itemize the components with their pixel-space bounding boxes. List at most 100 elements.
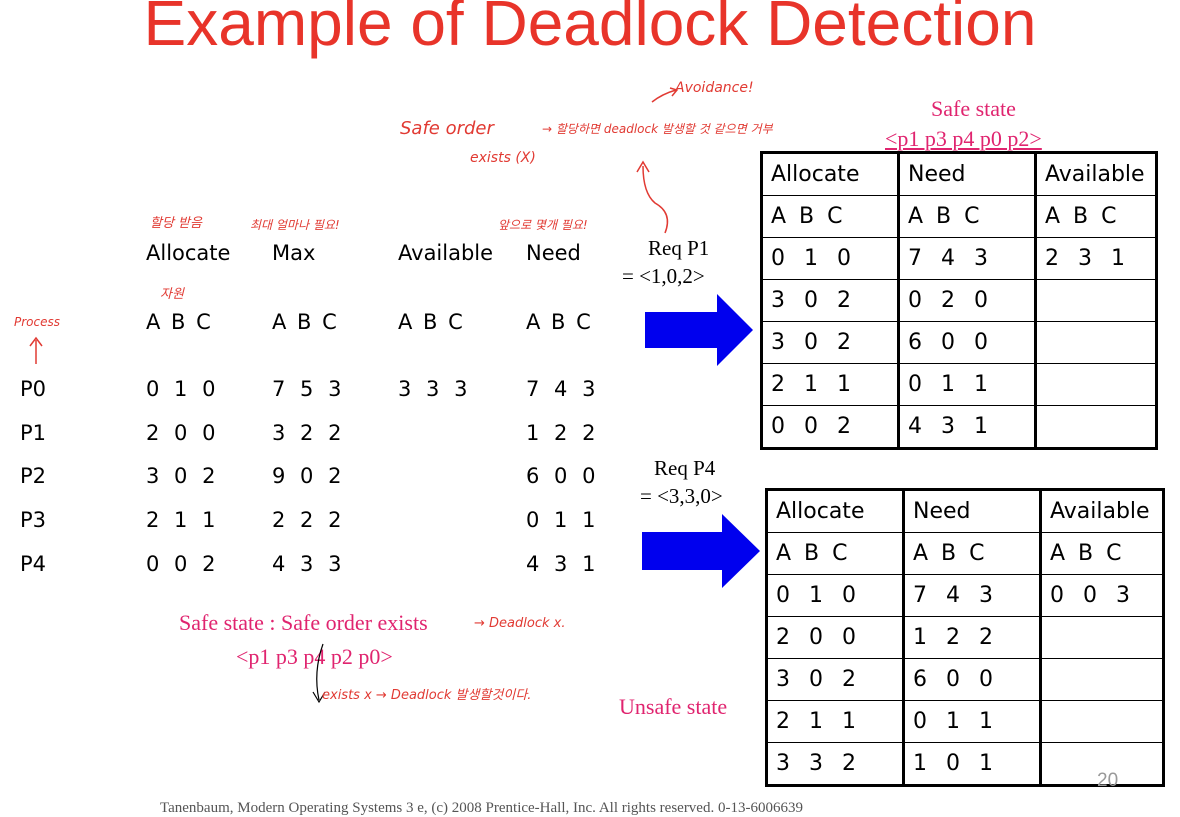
process-available: 3 3 3 bbox=[398, 377, 468, 401]
right-arrow-icon bbox=[642, 514, 760, 588]
table-cell: 6 0 0 bbox=[897, 321, 1036, 364]
note-allocated: 할당 받음 bbox=[150, 216, 202, 231]
note-deadlock-x: → Deadlock x. bbox=[474, 616, 566, 631]
req-p1-label: Req P1 bbox=[648, 236, 710, 260]
hook-arrow bbox=[636, 160, 669, 234]
header-need: Need bbox=[526, 241, 581, 265]
table-cell: A B C bbox=[761, 195, 899, 238]
down-arrow bbox=[312, 643, 326, 704]
table-cell bbox=[1039, 658, 1164, 701]
table-cell: A B C bbox=[897, 195, 1036, 238]
process-allocate: 2 0 0 bbox=[146, 421, 216, 445]
table-cell: 4 3 1 bbox=[897, 405, 1036, 449]
req-p4-vector: = <3,3,0> bbox=[640, 484, 723, 508]
table-cell bbox=[1034, 363, 1157, 406]
process-need: 0 1 1 bbox=[526, 508, 596, 532]
table-cell: 2 3 1 bbox=[1034, 237, 1157, 280]
note-max-need: 최대 얼마나 필요! bbox=[250, 218, 340, 232]
process-max: 2 2 2 bbox=[272, 508, 342, 532]
table-cell: 3 0 2 bbox=[766, 658, 904, 701]
process-allocate: 0 0 2 bbox=[146, 552, 216, 576]
note-future-need: 앞으로 몇개 필요! bbox=[498, 218, 588, 232]
process-name: P3 bbox=[20, 508, 47, 532]
table-header: Need bbox=[897, 152, 1036, 196]
table-cell: A B C bbox=[1034, 195, 1157, 238]
copyright-footer: Tanenbaum, Modern Operating Systems 3 e,… bbox=[160, 800, 803, 816]
process-max: 3 2 2 bbox=[272, 421, 342, 445]
process-name: P1 bbox=[20, 421, 47, 445]
table-cell: 0 1 1 bbox=[902, 700, 1041, 743]
table-cell: 2 1 1 bbox=[761, 363, 899, 406]
note-exists-x: exists (X) bbox=[470, 150, 536, 166]
table-cell: 1 2 2 bbox=[902, 616, 1041, 659]
process-max: 7 5 3 bbox=[272, 377, 342, 401]
table-header: Available bbox=[1034, 152, 1157, 196]
table-cell: 2 1 1 bbox=[766, 700, 904, 743]
table-cell: 0 0 3 bbox=[1039, 574, 1164, 617]
process-allocate: 3 0 2 bbox=[146, 464, 216, 488]
process-max: 4 3 3 bbox=[272, 552, 342, 576]
table-cell bbox=[1039, 742, 1164, 786]
table-header: Allocate bbox=[761, 152, 899, 196]
slide-title: Example of Deadlock Detection bbox=[143, 0, 1037, 59]
table-cell: 0 1 1 bbox=[897, 363, 1036, 406]
safe-state-summary: Safe state : Safe order exists bbox=[179, 610, 428, 635]
table-cell bbox=[1039, 700, 1164, 743]
table-cell: 0 0 2 bbox=[761, 405, 899, 449]
header-available: Available bbox=[398, 241, 494, 265]
table-cell: A B C bbox=[902, 532, 1041, 575]
table-cell: 7 4 3 bbox=[902, 574, 1041, 617]
abc-max: A B C bbox=[272, 310, 339, 334]
process-allocate: 2 1 1 bbox=[146, 508, 216, 532]
safe-order-sequence: <p1 p3 p4 p0 p2> bbox=[885, 126, 1042, 151]
req-p4-label: Req P4 bbox=[654, 456, 716, 480]
process-max: 9 0 2 bbox=[272, 464, 342, 488]
table-cell: 3 0 2 bbox=[761, 279, 899, 322]
table-cell bbox=[1034, 321, 1157, 364]
table-cell: 0 2 0 bbox=[897, 279, 1036, 322]
process-need: 1 2 2 bbox=[526, 421, 596, 445]
process-need: 4 3 1 bbox=[526, 552, 596, 576]
table-cell: A B C bbox=[766, 532, 904, 575]
table-cell: 0 1 0 bbox=[766, 574, 904, 617]
process-name: P4 bbox=[20, 552, 47, 576]
table-cell bbox=[1034, 279, 1157, 322]
note-korean-top: → 할당하면 deadlock 발생할 것 같으면 거부 bbox=[542, 122, 773, 136]
note-resource: 자원 bbox=[160, 287, 184, 302]
table-cell: A B C bbox=[1039, 532, 1164, 575]
header-allocate: Allocate bbox=[146, 241, 231, 265]
table-cell: 3 0 2 bbox=[761, 321, 899, 364]
process-name: P0 bbox=[20, 377, 47, 401]
header-max: Max bbox=[272, 241, 316, 265]
req-p1-vector: = <1,0,2> bbox=[622, 264, 705, 288]
table-cell bbox=[1034, 405, 1157, 449]
table-cell: 3 3 2 bbox=[766, 742, 904, 786]
table-header: Need bbox=[902, 489, 1041, 533]
process-up-arrow bbox=[29, 336, 43, 364]
process-need: 6 0 0 bbox=[526, 464, 596, 488]
process-name: P2 bbox=[20, 464, 47, 488]
abc-need: A B C bbox=[526, 310, 593, 334]
right-arrow-icon bbox=[645, 294, 753, 366]
table-cell: 2 0 0 bbox=[766, 616, 904, 659]
table-cell: 7 4 3 bbox=[897, 237, 1036, 280]
table-cell bbox=[1039, 616, 1164, 659]
avoidance-arrow bbox=[651, 87, 679, 103]
unsafe-state-label: Unsafe state bbox=[619, 694, 728, 719]
abc-available: A B C bbox=[398, 310, 465, 334]
note-avoidance: Avoidance! bbox=[675, 80, 754, 96]
safe-order-sequence-bottom: <p1 p3 p4 p2 p0> bbox=[236, 644, 393, 669]
safe-state-label: Safe state bbox=[931, 96, 1016, 121]
table-header: Allocate bbox=[766, 489, 904, 533]
note-process: Process bbox=[14, 315, 60, 329]
abc-allocate: A B C bbox=[146, 310, 213, 334]
process-need: 7 4 3 bbox=[526, 377, 596, 401]
note-exists-x-bottom: exists x → Deadlock 발생할것이다. bbox=[322, 688, 532, 703]
table-header: Available bbox=[1039, 489, 1164, 533]
process-allocate: 0 1 0 bbox=[146, 377, 216, 401]
page-number: 20 bbox=[1097, 770, 1119, 791]
table-cell: 1 0 1 bbox=[902, 742, 1041, 786]
table-cell: 0 1 0 bbox=[761, 237, 899, 280]
